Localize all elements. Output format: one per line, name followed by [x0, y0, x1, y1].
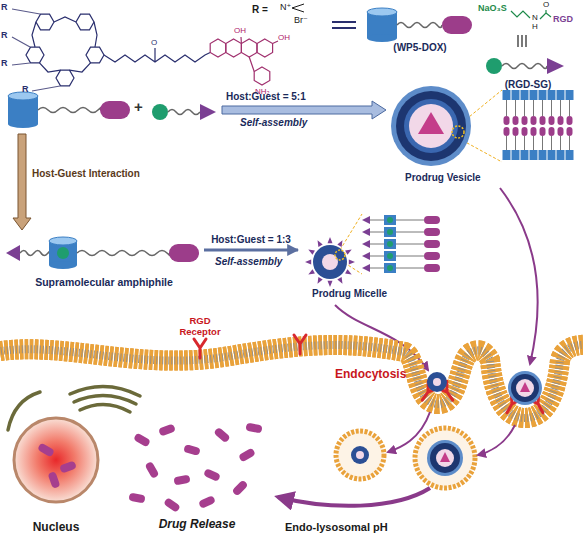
micelle-zoom: [340, 214, 442, 274]
atom-label: N: [532, 13, 538, 22]
node-label: Nucleus: [6, 521, 106, 535]
process-label: Endocytosis: [335, 368, 406, 382]
internalizing-particle: [427, 371, 542, 405]
wp5-dox-icon: (WP5-DOX): [364, 6, 476, 56]
ratio-label: Host:Guest = 1:3: [211, 234, 291, 246]
endosome: [336, 428, 475, 488]
process-label: Host-Guest Interaction: [32, 168, 140, 180]
rgd-sg-structure: [511, 10, 551, 19]
node-label: (WP5-DOX): [364, 42, 476, 54]
prodrug-vesicle: Prodrug Vesicle: [383, 82, 495, 186]
rgd-sg-icon: (RGD-SG): [482, 52, 574, 96]
atom-label: OH: [234, 26, 246, 35]
methyl-bonds: [292, 4, 304, 12]
uptake-arrow: [500, 188, 538, 364]
node-label: Drug Release: [122, 518, 272, 532]
rgd-receptor: [194, 335, 548, 416]
prodrug-vesicle-shape: [383, 82, 495, 186]
process-arrow: [204, 249, 298, 252]
cell-membrane: [0, 345, 583, 418]
node-label: Prodrug Vesicle: [405, 172, 495, 184]
atom-label: H: [532, 22, 538, 31]
chemical-group-label: NaO₃S: [478, 3, 507, 13]
peptide-label: RGD: [553, 14, 573, 24]
drug-release-zone: Drug Release: [122, 420, 272, 538]
process-arrow: [222, 101, 386, 119]
rgd-sg-icon: [152, 104, 216, 120]
ratio-label: Host:Guest = 5:1: [226, 91, 306, 103]
doxorubicin-structure: [210, 37, 278, 85]
condition-label: Endo-lysosomal pH: [285, 521, 388, 534]
atom-label: Br⁻: [294, 15, 308, 25]
atom-label: O: [543, 0, 549, 9]
nucleus: Nucleus: [6, 405, 106, 543]
supramolecular-amphiphile: Supramolecular amphiphile: [4, 234, 204, 292]
substituent-label: R: [1, 30, 8, 40]
substituent-label: R: [22, 84, 29, 94]
equivalence-sign: [518, 35, 526, 47]
bilayer-zoom: [458, 90, 574, 162]
process-arrow: [13, 134, 31, 230]
prodrug-micelle: Prodrug Micelle: [298, 234, 402, 304]
node-label: Prodrug Micelle: [312, 288, 402, 300]
pillararene-structure: [12, 9, 104, 91]
linker-chain: [104, 48, 210, 62]
wp5-dox-icon: [8, 92, 130, 128]
node-label: (RGD-SG): [482, 79, 574, 91]
trafficking-arrow: [478, 425, 515, 455]
process-label: Self-assembly: [240, 117, 307, 129]
substituent-label: R: [1, 2, 8, 12]
plus-sign: +: [134, 98, 143, 115]
equivalence-sign: [332, 22, 356, 28]
definition-label: R =: [252, 4, 268, 16]
release-arrow: [278, 488, 430, 506]
process-label: Self-assembly: [215, 256, 282, 268]
receptor-label: RGD Receptor: [171, 316, 229, 338]
atom-label: OH: [278, 33, 290, 42]
atom-label: O: [151, 38, 157, 47]
node-label: Supramolecular amphiphile: [4, 276, 204, 288]
trafficking-arrow: [388, 412, 430, 452]
atom-label: N⁺: [280, 2, 291, 12]
substituent-label: R: [1, 58, 8, 68]
